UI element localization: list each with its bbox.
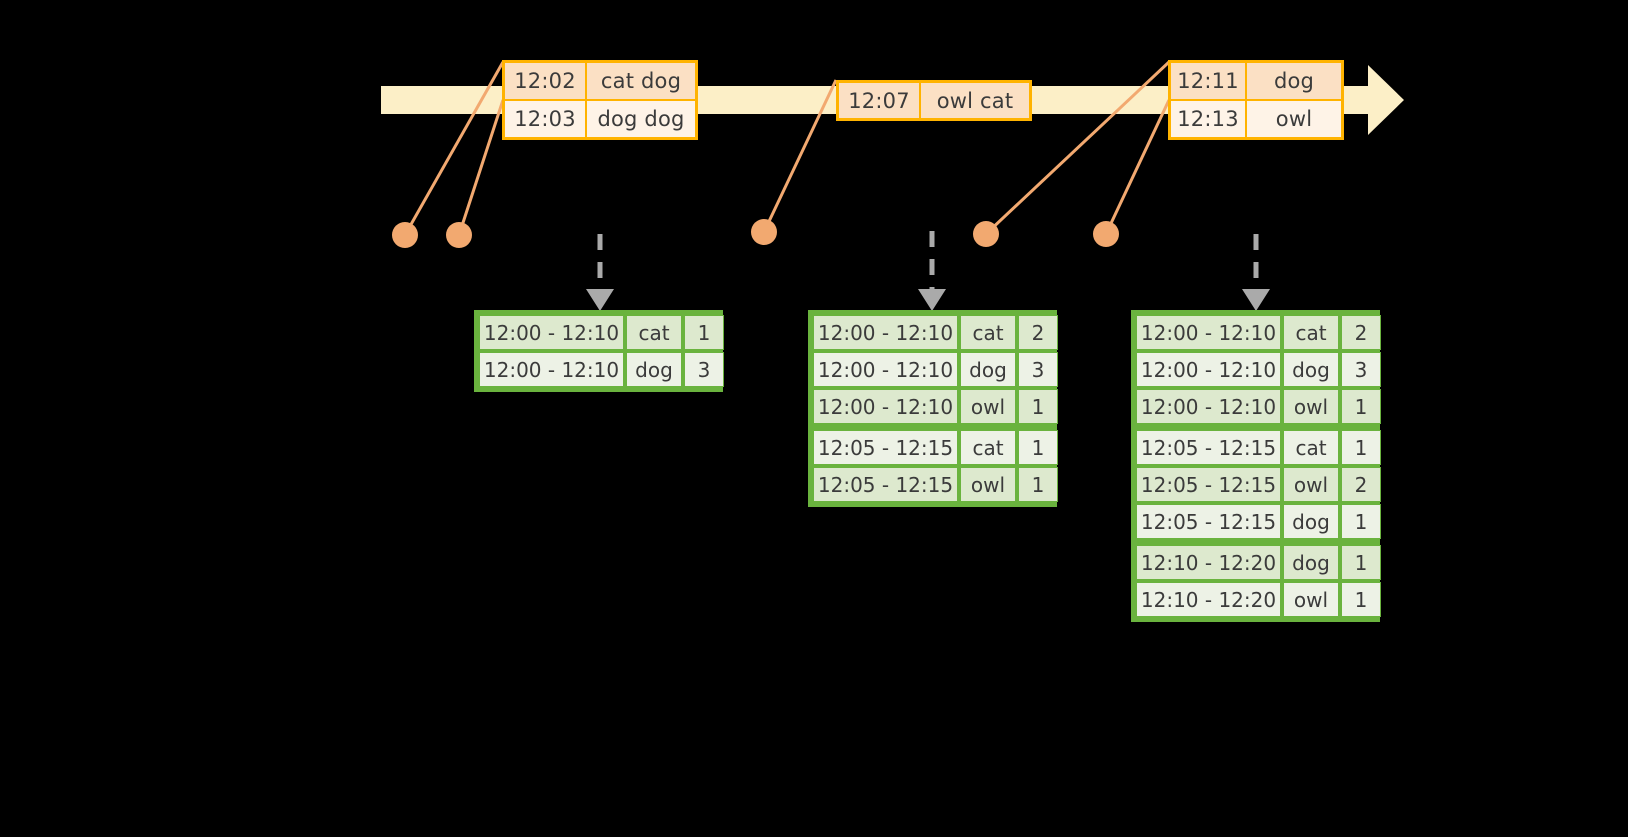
connector-dot-3: [751, 219, 777, 245]
table-cell-window: 12:00 - 12:10: [813, 389, 958, 424]
dashed-arrow-head-1: [586, 289, 614, 311]
table-cell-count: 2: [1018, 315, 1058, 350]
table-cell-word: owl: [1283, 389, 1339, 424]
table-cell-count: 1: [1018, 430, 1058, 465]
table-cell-word: owl: [960, 467, 1016, 502]
table-group-separator: [1135, 540, 1376, 544]
event-box-1: 12:02 cat dog 12:03 dog dog: [502, 60, 698, 140]
table-cell-count: 3: [684, 352, 724, 387]
table-cell-word: owl: [1283, 582, 1339, 617]
table-cell-window: 12:00 - 12:10: [479, 315, 624, 350]
connector-dot-2: [446, 222, 472, 248]
event-words: owl: [1275, 107, 1313, 131]
dashed-arrows: [597, 231, 1259, 290]
table-cell-word: owl: [960, 389, 1016, 424]
table-cell-word: cat: [1283, 430, 1339, 465]
event-words: dog dog: [597, 107, 685, 131]
connector-dot-5: [1093, 221, 1119, 247]
connector-dot-1: [392, 222, 418, 248]
table-cell-word: cat: [1283, 315, 1339, 350]
table-cell-count: 1: [1341, 504, 1381, 539]
event-words: owl cat: [936, 88, 1014, 113]
table-cell-word: dog: [1283, 504, 1339, 539]
table-cell-word: cat: [626, 315, 682, 350]
table-cell-word: owl: [1283, 467, 1339, 502]
dashed-arrow-heads: [586, 289, 1270, 311]
event-words: cat dog: [600, 69, 682, 93]
event-box-2: 12:07 owl cat: [836, 80, 1032, 121]
connector-dots: [392, 219, 1119, 248]
table-cell-count: 3: [1341, 352, 1381, 387]
table-cell-count: 2: [1341, 315, 1381, 350]
dashed-arrow-head-2: [918, 289, 946, 311]
dashed-arrow-head-3: [1242, 289, 1270, 311]
event-time: 12:13: [1171, 101, 1247, 137]
event-words: dog: [1273, 69, 1315, 93]
table-cell-word: dog: [626, 352, 682, 387]
table-cell-count: 1: [1018, 389, 1058, 424]
table-cell-word: dog: [1283, 545, 1339, 580]
table-cell-window: 12:05 - 12:15: [1136, 467, 1281, 502]
table-cell-count: 1: [1341, 582, 1381, 617]
table-cell-window: 12:05 - 12:15: [813, 467, 958, 502]
table-cell-count: 1: [1341, 545, 1381, 580]
connector-line-3: [762, 79, 838, 233]
event-row: 12:03 dog dog: [505, 99, 695, 137]
event-row: 12:07 owl cat: [839, 83, 1029, 118]
table-cell-window: 12:05 - 12:15: [1136, 430, 1281, 465]
table-cell-count: 2: [1341, 467, 1381, 502]
table-cell-window: 12:10 - 12:20: [1136, 545, 1281, 580]
table-cell-count: 1: [684, 315, 724, 350]
table-group-separator: [1135, 425, 1376, 429]
table-cell-word: cat: [960, 430, 1016, 465]
table-cell-window: 12:00 - 12:10: [813, 315, 958, 350]
connector-line-2: [457, 99, 505, 236]
table-cell-window: 12:00 - 12:10: [813, 352, 958, 387]
table-cell-count: 1: [1341, 430, 1381, 465]
event-row: 12:11 dog: [1171, 63, 1341, 99]
table-cell-word: dog: [960, 352, 1016, 387]
event-row: 12:02 cat dog: [505, 63, 695, 99]
event-time: 12:03: [505, 101, 587, 137]
table-cell-count: 1: [1341, 389, 1381, 424]
table-cell-window: 12:00 - 12:10: [479, 352, 624, 387]
table-cell-window: 12:00 - 12:10: [1136, 352, 1281, 387]
table-cell-window: 12:05 - 12:15: [1136, 504, 1281, 539]
connector-dot-4: [973, 221, 999, 247]
connector-line-1: [403, 61, 505, 236]
table-cell-word: cat: [960, 315, 1016, 350]
table-group-separator: [812, 425, 1053, 429]
table-cell-word: dog: [1283, 352, 1339, 387]
event-time: 12:11: [1171, 63, 1247, 99]
table-cell-window: 12:05 - 12:15: [813, 430, 958, 465]
table-cell-count: 1: [1018, 467, 1058, 502]
table-cell-window: 12:00 - 12:10: [1136, 389, 1281, 424]
table-cell-window: 12:10 - 12:20: [1136, 582, 1281, 617]
event-box-3: 12:11 dog 12:13 owl: [1168, 60, 1344, 140]
event-row: 12:13 owl: [1171, 99, 1341, 137]
connector-line-5: [1104, 99, 1171, 235]
table-cell-window: 12:00 - 12:10: [1136, 315, 1281, 350]
event-time: 12:07: [839, 83, 921, 118]
table-cell-count: 3: [1018, 352, 1058, 387]
event-time: 12:02: [505, 63, 587, 99]
